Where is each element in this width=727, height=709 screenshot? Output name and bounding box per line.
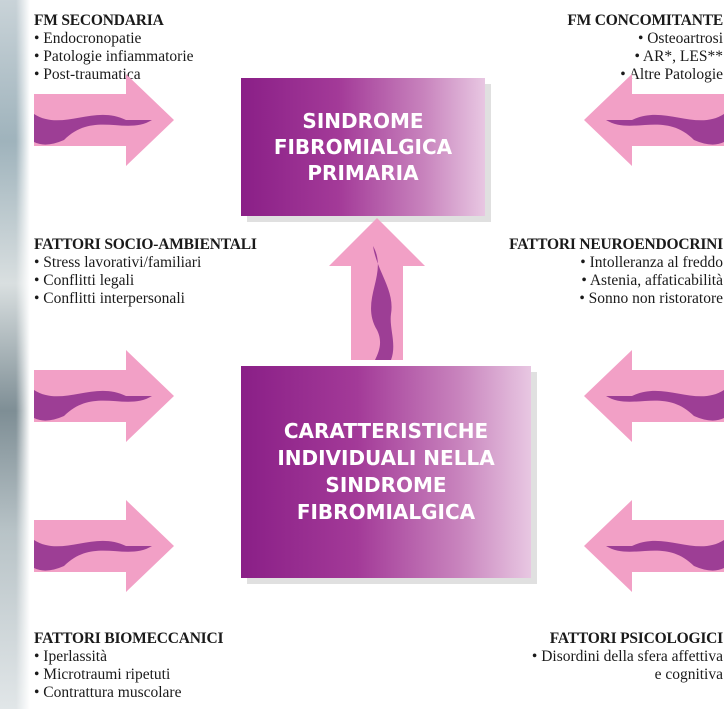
box-line: INDIVIDUALI NELLA (277, 446, 495, 470)
arrow-left-icon (584, 74, 724, 166)
fattori-psicologici-title: FATTORI PSICOLOGICI (549, 630, 723, 647)
caratteristiche-individuali-box: CARATTERISTICHE INDIVIDUALI NELLA SINDRO… (241, 366, 531, 578)
fattori-socio-ambientali-block: FATTORI SOCIO-AMBIENTALI • Stress lavora… (34, 236, 257, 308)
list-item: • Patologie infiammatorie (34, 48, 194, 65)
list-item: • Conflitti interpersonali (34, 290, 185, 307)
fattori-neuroendocrini-block: FATTORI NEUROENDOCRINI • Intolleranza al… (509, 236, 723, 308)
list-item: • Stress lavorativi/familiari (34, 254, 202, 271)
fattori-neuroendocrini-title: FATTORI NEUROENDOCRINI (509, 236, 723, 253)
arrow-right-icon (34, 500, 174, 592)
arrow-right-icon (34, 74, 174, 166)
list-item: • Conflitti legali (34, 272, 135, 289)
fm-concomitante-block: FM CONCOMITANTE • Osteoartrosi • AR*, LE… (567, 12, 723, 84)
list-item: • Contrattura muscolare (34, 684, 182, 701)
list-item: • Iperlassità (34, 648, 107, 665)
box-line: PRIMARIA (307, 161, 419, 185)
box-line: FIBROMIALGICA (296, 500, 476, 524)
list-item: • Post-traumatica (34, 66, 141, 83)
list-item: • Sonno non ristoratore (579, 290, 723, 307)
sindrome-primaria-box: SINDROME FIBROMIALGICA PRIMARIA (241, 78, 485, 216)
arrow-right-icon (34, 350, 174, 442)
list-item: • Intolleranza al freddo (580, 254, 723, 271)
fm-concomitante-title: FM CONCOMITANTE (567, 12, 723, 29)
fattori-biomeccanici-title: FATTORI BIOMECCANICI (34, 630, 224, 647)
box-line: FIBROMIALGICA (273, 135, 453, 159)
list-item: • Endocronopatie (34, 30, 142, 47)
arrow-left-icon (584, 350, 724, 442)
fm-secondaria-block: FM SECONDARIA • Endocronopatie • Patolog… (34, 12, 194, 84)
background-photo-strip (0, 0, 30, 709)
list-item: e cognitiva (654, 666, 723, 683)
arrow-up-icon (329, 218, 425, 360)
list-item: • Disordini della sfera affettiva (531, 648, 723, 665)
box-line: CARATTERISTICHE (283, 419, 489, 443)
fm-secondaria-title: FM SECONDARIA (34, 12, 164, 29)
fattori-socio-ambientali-title: FATTORI SOCIO-AMBIENTALI (34, 236, 257, 253)
fattori-biomeccanici-block: FATTORI BIOMECCANICI • Iperlassità • Mic… (34, 630, 224, 702)
list-item: • Osteoartrosi (637, 30, 723, 47)
arrow-left-icon (584, 500, 724, 592)
box-line: SINDROME (325, 473, 447, 497)
list-item: • Astenia, affaticabilità (581, 272, 723, 289)
list-item: • Microtraumi ripetuti (34, 666, 171, 683)
fattori-psicologici-block: FATTORI PSICOLOGICI • Disordini della sf… (532, 630, 723, 684)
list-item: • AR*, LES** (634, 48, 723, 65)
list-item: • Altre Patologie (620, 66, 723, 83)
box-line: SINDROME (302, 109, 424, 133)
